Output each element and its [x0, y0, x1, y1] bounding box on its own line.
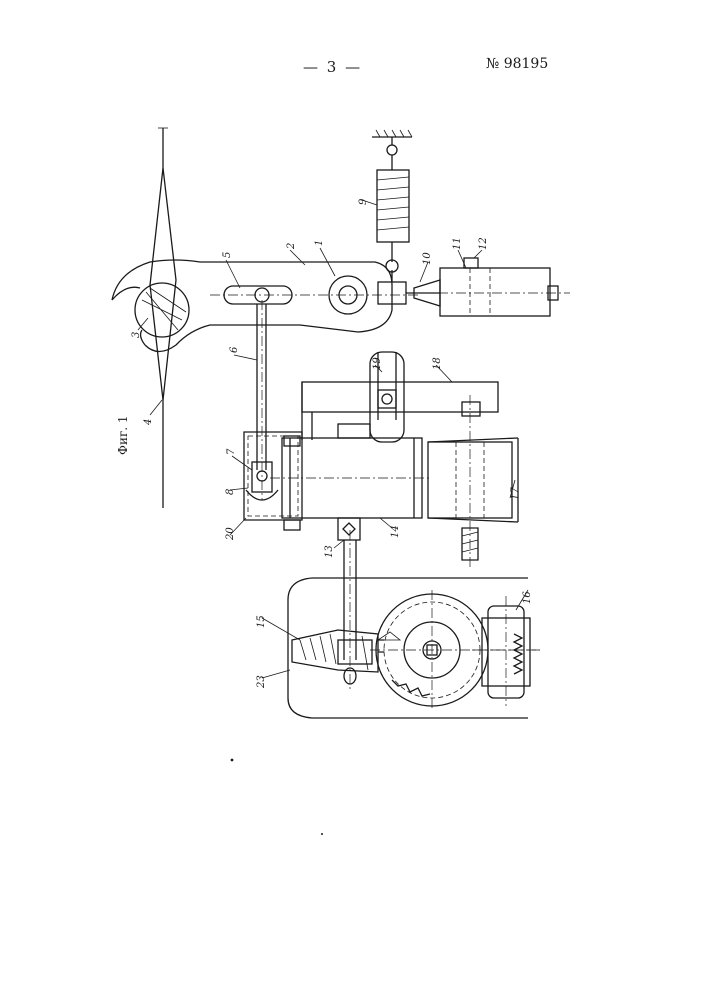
label-19: 19	[372, 357, 383, 370]
wheel-17	[428, 438, 518, 560]
label-20: 20	[225, 527, 236, 541]
label-13: 13	[324, 545, 335, 558]
sleeve-11	[420, 258, 570, 316]
label-2: 2	[286, 243, 297, 250]
label-3: 3	[131, 332, 142, 338]
spring-9	[372, 130, 412, 272]
figure-caption: Фиг. 1	[116, 415, 130, 455]
label-1: 1	[314, 240, 325, 246]
label-12: 12	[478, 237, 489, 250]
label-4: 4	[143, 419, 154, 426]
rod-6	[257, 300, 266, 500]
label-7: 7	[226, 448, 237, 455]
label-18: 18	[432, 357, 443, 370]
label-23: 23	[256, 675, 267, 689]
screw-12	[464, 258, 478, 268]
part-labels: 1 2 5 3 4 6 7 8 20 13 14 9 10 11 12 19 1…	[131, 198, 533, 689]
label-11: 11	[452, 237, 463, 250]
label-17: 17	[510, 487, 521, 500]
worm-15	[292, 630, 378, 684]
label-9: 9	[358, 198, 369, 205]
label-6: 6	[229, 346, 240, 353]
yarn-lines	[150, 128, 176, 508]
label-10: 10	[422, 252, 433, 265]
label-16: 16	[522, 591, 533, 604]
drum-14	[270, 424, 430, 518]
label-8: 8	[225, 489, 236, 495]
label-14: 14	[390, 525, 401, 538]
label-15: 15	[256, 615, 267, 628]
label-5: 5	[222, 252, 233, 258]
housing-20	[244, 432, 302, 530]
leader-lines	[138, 200, 528, 678]
coupling-10	[378, 270, 440, 306]
worm-16	[472, 596, 540, 706]
